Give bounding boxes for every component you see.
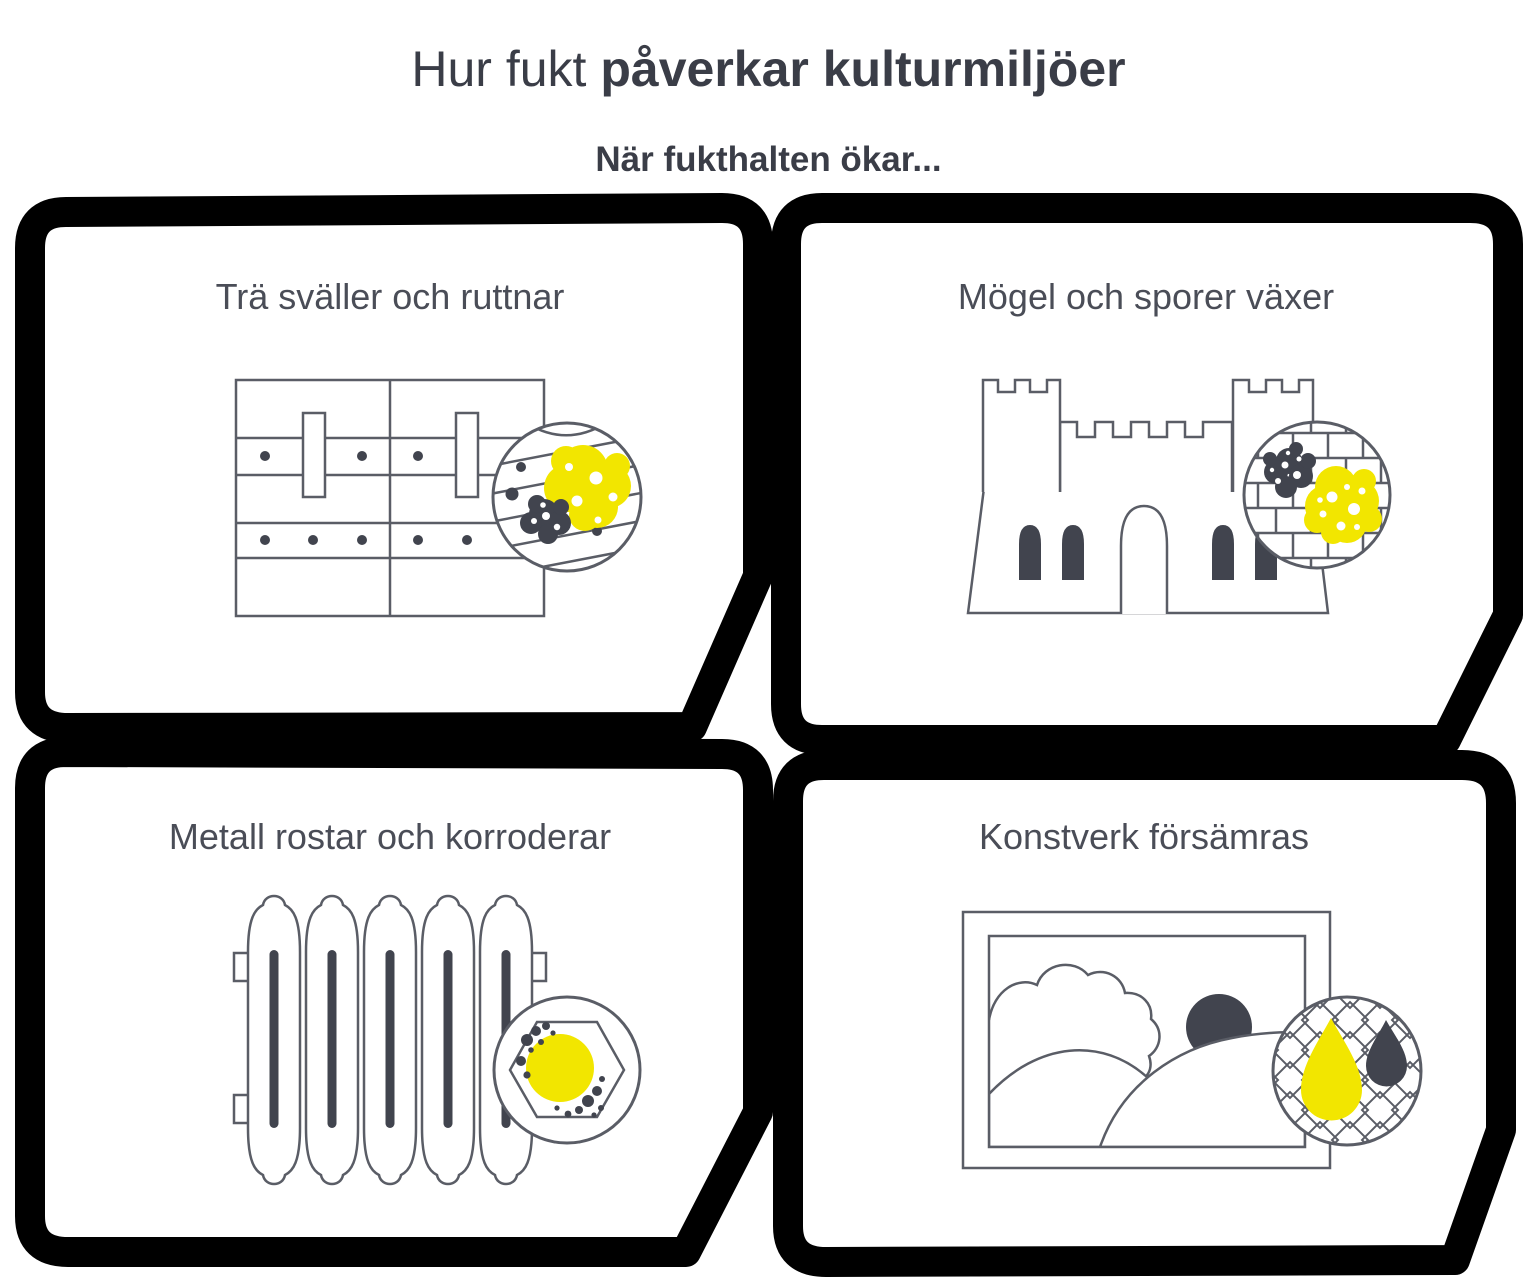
wood-door-illustration: [234, 378, 546, 618]
castle-illustration: [966, 378, 1330, 615]
wood-batten: [301, 411, 327, 499]
panel-label-art: Konstverk försämras: [978, 816, 1310, 857]
painting-illustration: [961, 910, 1332, 1170]
yellow-drop: [1301, 1018, 1362, 1121]
dark-drop: [1366, 1020, 1407, 1087]
page-title-light: Hur fukt: [411, 41, 587, 97]
page-subtitle: När fukthalten ökar...: [595, 140, 942, 179]
page-title-bold: påverkar kulturmiljöer: [600, 41, 1126, 97]
panel-label-wood: Trä sväller och ruttnar: [215, 276, 565, 317]
castle-left-tower: [981, 378, 1062, 492]
nail-dots: [260, 451, 472, 545]
wood-mold-magnifier-icon: [491, 421, 643, 573]
canvas-moisture-magnifier-icon: [1271, 995, 1423, 1147]
panel-label-metal: Metall rostar och korroderar: [168, 816, 612, 857]
brick-mold-magnifier-icon: [1242, 420, 1392, 570]
wood-batten: [454, 411, 480, 499]
rust-bolt-magnifier-icon: [492, 995, 642, 1145]
page-title: Hur fukt påverkar kulturmiljöer: [0, 40, 1537, 98]
rust-spot: [526, 1034, 594, 1102]
panel-label-mold: Mögel och sporer växer: [957, 276, 1335, 317]
cloud-outline: [990, 963, 1161, 1084]
corrosion-speckles: [516, 1022, 605, 1118]
castle-door: [1119, 504, 1169, 614]
